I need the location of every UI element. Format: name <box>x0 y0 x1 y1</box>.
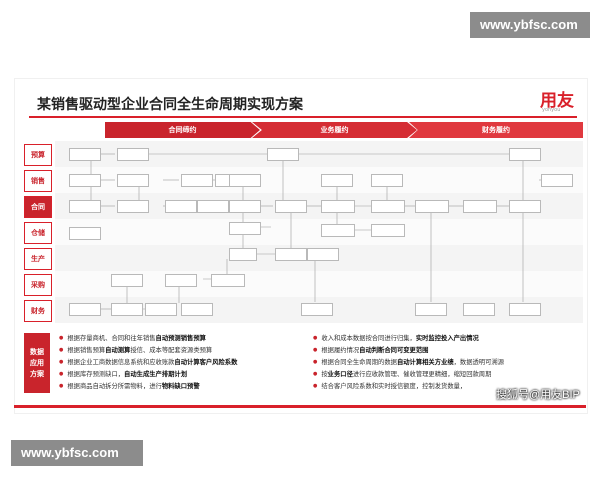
row-label-contract: 合同 <box>24 196 52 218</box>
flow-node <box>111 274 143 287</box>
flow-node <box>371 224 405 237</box>
data-application-label: 数据 应用 方案 <box>24 333 50 393</box>
flow-node <box>165 274 197 287</box>
yonyou-logo: 用友 <box>540 91 574 111</box>
yonyou-logo-subtext: yonyou <box>542 107 561 113</box>
flow-node <box>69 174 101 187</box>
data-label-line: 数据 <box>30 347 44 356</box>
flow-node <box>301 303 333 316</box>
flow-node <box>211 274 245 287</box>
flow-node <box>69 303 101 316</box>
flow-node <box>371 200 405 213</box>
row-label-warehouse: 仓储 <box>24 222 52 244</box>
flow-node <box>275 200 307 213</box>
flow-node <box>463 200 497 213</box>
flow-node <box>229 248 257 261</box>
flow-node <box>321 174 353 187</box>
row-label-production: 生产 <box>24 248 52 270</box>
flow-node <box>117 148 149 161</box>
flow-node <box>509 148 541 161</box>
right-bullet: 根据履约情况自动判断合同可变更范围 <box>313 345 428 357</box>
right-bullet: 根据合同全生命周期的数据自动计算相关方业绩，数据透明可溯源 <box>313 357 504 369</box>
flow-node <box>197 200 229 213</box>
lane-procurement <box>55 271 583 297</box>
right-bullet: 按业务口径进行应收款管理、催收管理更精细，缩短回款周期 <box>313 369 491 381</box>
flow-node <box>307 248 339 261</box>
row-label-procurement: 采购 <box>24 274 52 296</box>
flow-node <box>267 148 299 161</box>
flow-node <box>275 248 307 261</box>
flow-node <box>69 148 101 161</box>
flow-node <box>229 222 261 235</box>
flow-node <box>229 200 261 213</box>
title-divider <box>29 116 577 118</box>
stage-contract-signing: 合同缔约 <box>105 122 260 138</box>
flow-node <box>415 200 449 213</box>
flow-node <box>509 303 541 316</box>
left-bullet: 根据企业工商数据信息系统和应收账款自动计算客户风险系数 <box>59 357 237 369</box>
page-title: 某销售驱动型企业合同全生命周期实现方案 <box>37 97 303 113</box>
flow-node <box>117 174 149 187</box>
flow-node <box>117 200 149 213</box>
row-label-finance: 财务 <box>24 300 52 322</box>
flow-node <box>69 227 101 240</box>
flow-node <box>321 224 355 237</box>
left-bullet: 根据商品自动拆分所需物料，进行物料缺口预警 <box>59 381 199 393</box>
flow-node <box>181 303 213 316</box>
left-bullet: 根据库存预测缺口，自动生成生产排期计划 <box>59 369 187 381</box>
flow-node <box>165 200 197 213</box>
bottom-red-bar <box>14 405 586 408</box>
row-label-sales: 销售 <box>24 170 52 192</box>
lane-warehouse <box>55 219 583 245</box>
flow-node <box>229 174 261 187</box>
row-label-budget: 预算 <box>24 144 52 166</box>
watermark-top: www.ybfsc.com <box>470 12 590 38</box>
right-bullet: 结合客户风险系数和实时授信额度，控制发货数量， <box>313 381 466 393</box>
data-label-line: 应用 <box>30 358 44 367</box>
flow-node <box>371 174 403 187</box>
stage-financial-fulfillment: 财务履约 <box>409 122 583 138</box>
flow-node <box>181 174 213 187</box>
watermark-bottom: www.ybfsc.com <box>11 440 143 466</box>
flow-node <box>415 303 447 316</box>
flow-node <box>145 303 177 316</box>
flow-node <box>463 303 495 316</box>
slide: 某销售驱动型企业合同全生命周期实现方案 用友 yonyou 合同缔约 业务履约 … <box>14 78 588 414</box>
flow-node <box>321 200 355 213</box>
left-bullet: 根据销售预算自动测算授信、成本等配套资源类预算 <box>59 345 212 357</box>
flow-node <box>541 174 573 187</box>
flow-node <box>111 303 143 316</box>
flow-node <box>69 200 101 213</box>
source-watermark: 搜狐号@用友BIP <box>496 389 580 401</box>
left-bullet: 根据存量商机、合同和往年销售自动预测销售预算 <box>59 333 206 345</box>
stage-business-fulfillment: 业务履约 <box>252 122 417 138</box>
flow-node <box>509 200 541 213</box>
right-bullet: 收入和成本数据按合同进行归集，实时监控投入产出情况 <box>313 333 478 345</box>
data-label-line: 方案 <box>30 369 44 378</box>
